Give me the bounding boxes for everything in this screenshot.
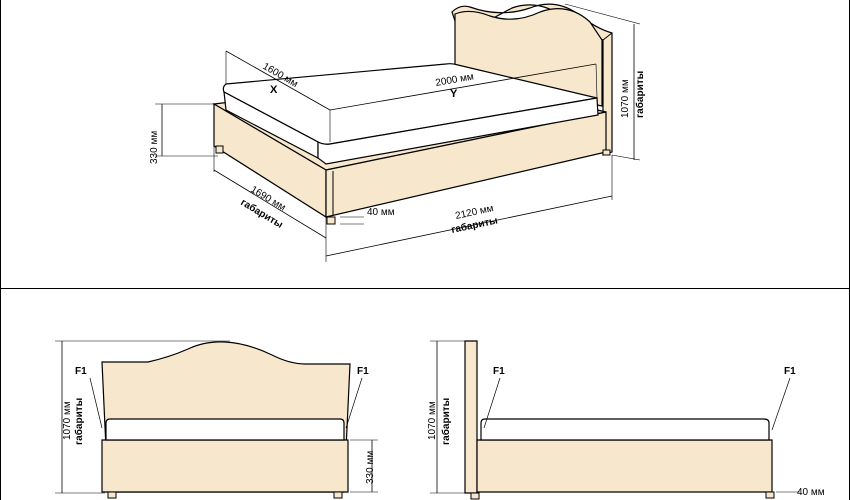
front-leg-left xyxy=(107,491,117,499)
front-view: 1070 мм габариты F1 F1 330 мм xyxy=(55,340,378,499)
side-base xyxy=(476,439,773,493)
dim-label-1070-iso: 1070 мм xyxy=(620,79,631,118)
iso-mattress-front-side xyxy=(317,97,599,165)
dim-line-2120 xyxy=(325,195,613,257)
dim-label-330-front: 330 мм xyxy=(365,451,376,484)
side-mattress xyxy=(480,418,770,441)
front-leg-right xyxy=(333,491,343,499)
side-headboard xyxy=(464,340,478,494)
iso-leg-back-left xyxy=(215,145,224,154)
dim-line-1690 xyxy=(213,169,327,239)
isometric-view: 1600 мм X 2000 мм Y 330 мм 1070 мм габар… xyxy=(149,3,646,262)
f1-label-front-left: F1 xyxy=(75,366,87,377)
front-mattress xyxy=(105,418,345,441)
axis-label-y: Y xyxy=(450,88,458,100)
side-view: 1070 мм габариты F1 F1 40 мм xyxy=(427,340,825,500)
f1-label-side-left: F1 xyxy=(493,366,505,377)
f1-label-side-right: F1 xyxy=(784,366,796,377)
dim-label-40-side: 40 мм xyxy=(797,487,825,498)
dim-line-2000 xyxy=(329,63,597,111)
dim-label-gabarity-side: габариты xyxy=(440,398,452,445)
front-base xyxy=(101,439,349,493)
dim-line-1600 xyxy=(225,50,331,111)
dim-label-1070-side: 1070 мм xyxy=(427,401,438,440)
dim-label-330-iso: 330 мм xyxy=(149,131,160,164)
dim-label-gabarity-front: габариты xyxy=(73,398,85,445)
dim-label-gabarity-iso-height: габариты xyxy=(634,71,646,118)
side-leg-left xyxy=(470,492,480,500)
iso-leg-front-right xyxy=(602,149,611,156)
dim-label-1070-front: 1070 мм xyxy=(62,401,73,440)
side-leg-right xyxy=(765,491,775,499)
dim-label-40-iso: 40 мм xyxy=(367,207,395,218)
iso-leg-front-left xyxy=(326,216,336,225)
axis-label-x: X xyxy=(270,84,278,96)
f1-label-front-right: F1 xyxy=(357,366,369,377)
